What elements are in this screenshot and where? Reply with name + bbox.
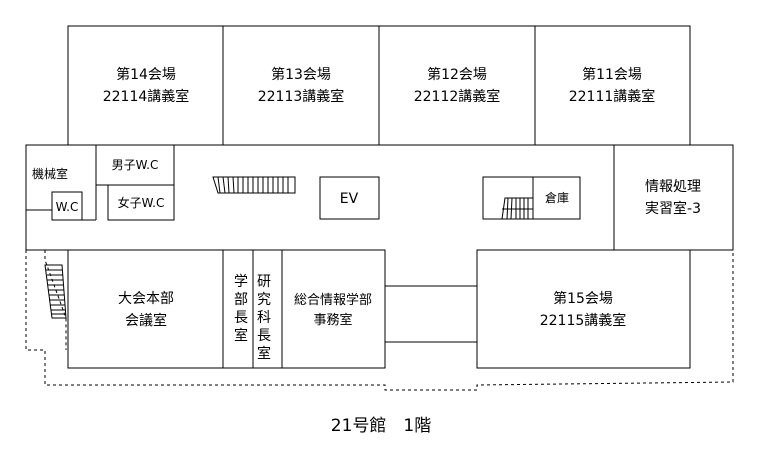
outer-dashed-left (25, 250, 734, 391)
room-conf11-outline (534, 25, 691, 146)
room-conf13-name: 第13会場 (271, 66, 331, 83)
room-dean-outline (222, 249, 254, 369)
room-office-outline (281, 249, 386, 369)
room-conf12-outline (378, 25, 536, 146)
room-dean-char: 室 (234, 327, 248, 344)
room-conf13-number: 22113講義室 (258, 88, 345, 105)
room-grad-dean-char: 究 (257, 292, 271, 308)
room-grad-dean-char: 長 (257, 328, 271, 344)
room-hq-meeting-line1: 大会本部 (118, 291, 174, 307)
room-machine-label: 機械室 (32, 166, 68, 181)
elevator-outline (319, 176, 380, 220)
connector-outline (384, 285, 478, 343)
room-conf14-name: 第14会場 (116, 66, 176, 83)
room-grad-dean-char: 科 (257, 310, 271, 326)
room-wc-label: W.C (56, 200, 79, 214)
room-dean-char: 部 (234, 292, 248, 308)
room-mens-wc-label: 男子W.C (112, 158, 159, 172)
room-conf15-name: 第15会場 (553, 290, 613, 307)
room-wc-outline (51, 191, 83, 221)
storage-label: 倉庫 (545, 190, 569, 205)
room-conf15-outline (476, 249, 691, 369)
room-conf12-number: 22112講義室 (414, 88, 501, 105)
room-conf13-outline (222, 25, 380, 146)
elevator-label: EV (340, 191, 359, 207)
room-grad-dean-char: 研 (257, 274, 271, 290)
room-hq-meeting-line2: 会議室 (125, 312, 167, 329)
room-info-lab-line1: 情報処理 (645, 179, 701, 195)
room-dean-char: 長 (234, 310, 248, 326)
room-dean-char: 学 (234, 274, 248, 290)
floor-title: 21号館 1階 (331, 416, 431, 436)
room-office-line2: 事務室 (313, 312, 352, 328)
room-info-lab-outline (613, 144, 734, 251)
room-conf14-number: 22114講義室 (103, 88, 190, 105)
room-conf14-outline (67, 25, 224, 146)
room-hq-meeting-outline (67, 249, 224, 369)
room-conf12-name: 第12会場 (427, 66, 487, 83)
room-grad-dean-char: 室 (257, 345, 271, 362)
room-info-lab-line2: 実習室-3 (645, 200, 701, 217)
room-womens-wc-outline (107, 184, 175, 221)
room-office-line1: 総合情報学部 (294, 292, 372, 308)
room-conf11-name: 第11会場 (582, 66, 642, 83)
room-conf11-number: 22111講義室 (569, 88, 656, 105)
room-conf15-number: 22115講義室 (540, 312, 627, 329)
room-womens-wc-label: 女子W.C (118, 195, 165, 210)
